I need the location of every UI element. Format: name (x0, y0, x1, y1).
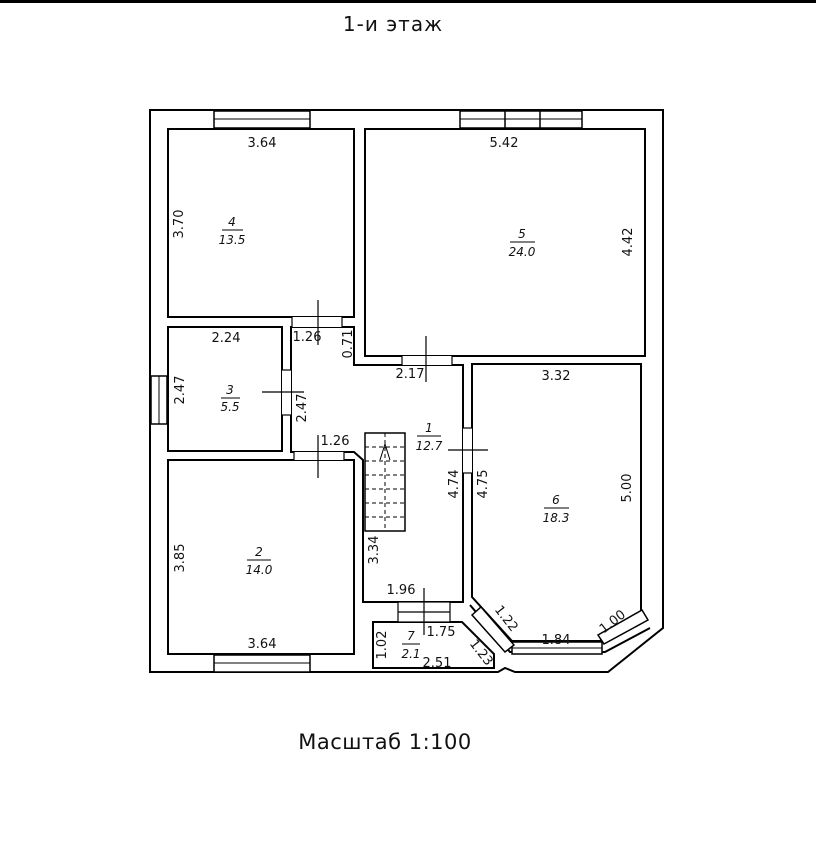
dim-hall-top-left: 1.26 (293, 330, 322, 345)
dim-room-3-height-right: 2.47 (295, 394, 310, 423)
dim-hall-top-right: 2.17 (396, 367, 425, 382)
room-5-number: 5 (518, 227, 526, 241)
room-7-area: 2.1 (401, 647, 420, 661)
dim-room-7-top: 1.75 (427, 625, 456, 640)
dim-room-6-width: 3.32 (542, 369, 571, 384)
door-entrance (397, 588, 451, 635)
room-3-area: 5.5 (220, 400, 239, 414)
door-room-4 (291, 300, 343, 345)
room-1-number: 1 (425, 421, 433, 435)
room-2-area: 14.0 (246, 563, 273, 577)
floor-title: 1-и этаж (342, 12, 444, 36)
room-4-number: 4 (228, 215, 236, 229)
room-2-number: 2 (255, 545, 263, 559)
room-1-area: 12.7 (416, 439, 443, 453)
dim-hall-height-right: 4.75 (476, 470, 491, 499)
dim-room-3-height-left: 2.47 (173, 376, 188, 405)
dim-room-6-bottom: 1.84 (542, 633, 571, 648)
dim-room-2-height: 3.85 (173, 544, 188, 573)
top-border-line (0, 0, 816, 3)
door-room-6 (448, 427, 488, 474)
door-room-3 (262, 369, 304, 416)
dim-room-7-diagonal: 1.23 (466, 637, 496, 669)
room-3-number: 3 (226, 383, 234, 397)
dim-room-7-height: 1.02 (375, 631, 390, 660)
window-room-2-bottom (213, 654, 311, 673)
room-4-area: 13.5 (219, 233, 246, 247)
door-room-5 (401, 336, 453, 382)
dim-room-7-bottom: 2.51 (423, 656, 452, 671)
scale-label: Масштаб 1:100 (298, 730, 472, 754)
room-6-area: 18.3 (543, 511, 570, 525)
dim-stair-length: 3.34 (367, 536, 382, 565)
window-room-6-bay (470, 605, 650, 655)
window-room-3-left (150, 375, 168, 425)
dim-room-4-width: 3.64 (248, 136, 277, 151)
door-room-2 (293, 435, 345, 478)
dim-hall-height-left: 4.74 (447, 470, 462, 499)
window-room-5-top (459, 110, 583, 129)
staircase (364, 432, 406, 532)
room-7-number: 7 (407, 629, 415, 643)
dim-hall-top-small: 0.71 (341, 330, 356, 359)
dim-room-3-width: 2.24 (212, 331, 241, 346)
room-2 (167, 459, 355, 655)
window-room-4-top (213, 110, 311, 129)
dim-room-2-width: 3.64 (248, 637, 277, 652)
room-6-number: 6 (552, 493, 560, 507)
dim-room-6-height: 5.00 (620, 474, 635, 503)
dim-hall-mid-left: 1.26 (321, 434, 350, 449)
dim-room-5-height: 4.42 (621, 228, 636, 257)
dim-room-4-height: 3.70 (172, 210, 187, 239)
room-5 (364, 128, 646, 357)
dim-room-5-width: 5.42 (490, 136, 519, 151)
dim-hall-bottom: 1.96 (387, 583, 416, 598)
room-5-area: 24.0 (509, 245, 536, 259)
room-4 (167, 128, 355, 318)
room-6 (471, 363, 642, 642)
